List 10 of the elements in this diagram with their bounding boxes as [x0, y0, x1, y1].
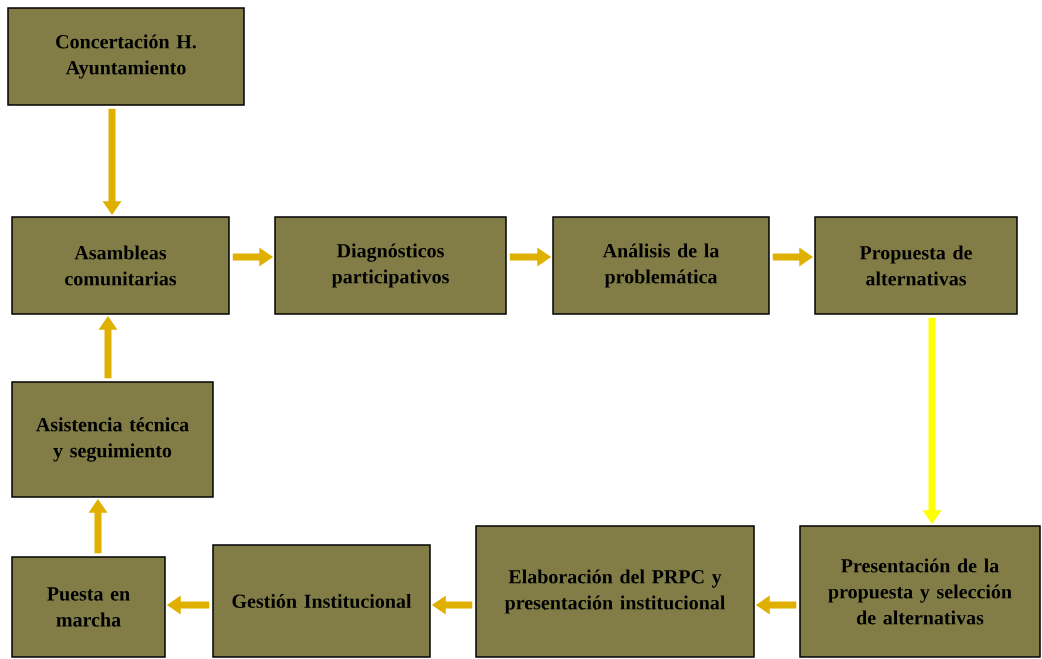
process-box: Asambleas comunitarias	[11, 216, 230, 315]
process-box: Presentación de la propuesta y selección de alternativas	[799, 525, 1041, 658]
process-box: Asistencia técnica y seguimiento	[11, 381, 214, 498]
process-box: Propuesta de alternativas	[814, 216, 1018, 315]
process-box: Diagnósticos participativos	[274, 216, 507, 315]
process-box: Puesta en marcha	[11, 556, 166, 658]
process-box: Gestión Institucional	[212, 544, 431, 658]
process-box: Concertación H. Ayuntamiento	[7, 7, 245, 106]
process-box: Análisis de la problemática	[552, 216, 770, 315]
process-box: Elaboración del PRPC y presentación institucional	[475, 525, 755, 658]
